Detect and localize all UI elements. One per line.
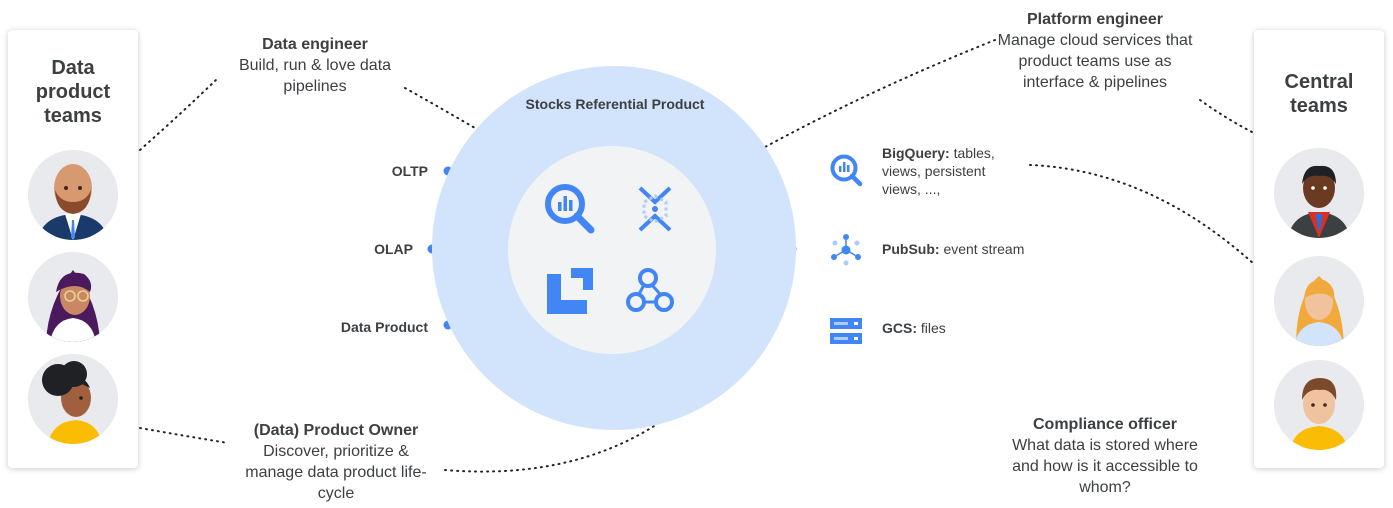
gcs-service-text: GCS: files — [882, 319, 1002, 337]
bald-man-avatar-icon — [28, 150, 118, 240]
interface-label-olap: OLAP — [374, 241, 413, 257]
avatar — [1274, 148, 1364, 238]
leader-product-owner-left — [139, 427, 229, 444]
young-man-avatar-icon — [1274, 360, 1364, 450]
service-description: event stream — [943, 241, 1025, 257]
woman-glasses-avatar-icon — [28, 252, 118, 342]
avatar — [28, 252, 118, 342]
compliance-officer-role: Compliance officer What data is stored w… — [985, 414, 1225, 498]
dataproc-product-icon — [638, 186, 672, 232]
leader-bigquery-avatar — [1029, 164, 1256, 266]
service-name: BigQuery: — [882, 145, 950, 161]
dataflow-product-icon — [626, 268, 674, 312]
leader-data-engineer-left — [139, 77, 219, 151]
avatar — [28, 354, 118, 444]
role-title: (Data) Product Owner — [253, 422, 419, 439]
panel-title: Central teams — [1284, 71, 1354, 117]
woman-blonde-avatar-icon — [1274, 256, 1364, 346]
service-name: GCS: — [882, 320, 917, 336]
central-teams-panel: Central teams — [1254, 30, 1384, 468]
avatar — [1274, 360, 1364, 450]
role-title: Compliance officer — [1032, 416, 1178, 433]
woman-curly-hair-avatar-icon — [28, 354, 118, 444]
bigquery-service-text: BigQuery: tables, views, persistent view… — [882, 144, 1022, 198]
service-description: files — [920, 320, 946, 336]
role-title: Platform engineer — [1026, 11, 1164, 28]
service-name: PubSub: — [882, 241, 940, 257]
role-description: What data is stored where and how is it … — [1012, 437, 1198, 496]
interface-label-data-product: Data Product — [340, 319, 428, 335]
man-suit-avatar-icon — [1274, 148, 1364, 238]
role-description: Build, run & love data pipelines — [238, 57, 392, 95]
data-product-inner-circle — [508, 146, 716, 354]
avatar — [28, 150, 118, 240]
data-product-teams-panel: Data product teams — [8, 30, 138, 468]
service-description: tables, views, persistent views, ..., — [882, 145, 995, 197]
avatar — [1274, 256, 1364, 346]
pubsub-service-text: PubSub: event stream — [882, 240, 1082, 258]
bigquery-icon — [830, 154, 863, 187]
interface-label-oltp: OLTP — [391, 163, 428, 179]
panel-title: Data product teams — [35, 57, 111, 127]
role-title: Data engineer — [262, 36, 368, 53]
role-description: Discover, prioritize & manage data produ… — [245, 443, 427, 502]
bigquery-product-icon — [545, 184, 595, 234]
data-engineer-role: Data engineer Build, run & love data pip… — [215, 34, 415, 97]
gcs-icon — [830, 318, 862, 344]
platform-engineer-role: Platform engineer Manage cloud services … — [985, 9, 1205, 93]
role-description: Manage cloud services that product teams… — [997, 32, 1193, 91]
product-owner-role: (Data) Product Owner Discover, prioritiz… — [226, 420, 446, 504]
leader-central-teams — [1199, 99, 1253, 133]
pubsub-icon — [831, 234, 861, 266]
looker-studio-product-icon — [547, 268, 593, 314]
product-title: Stocks Referential Product — [525, 96, 705, 112]
